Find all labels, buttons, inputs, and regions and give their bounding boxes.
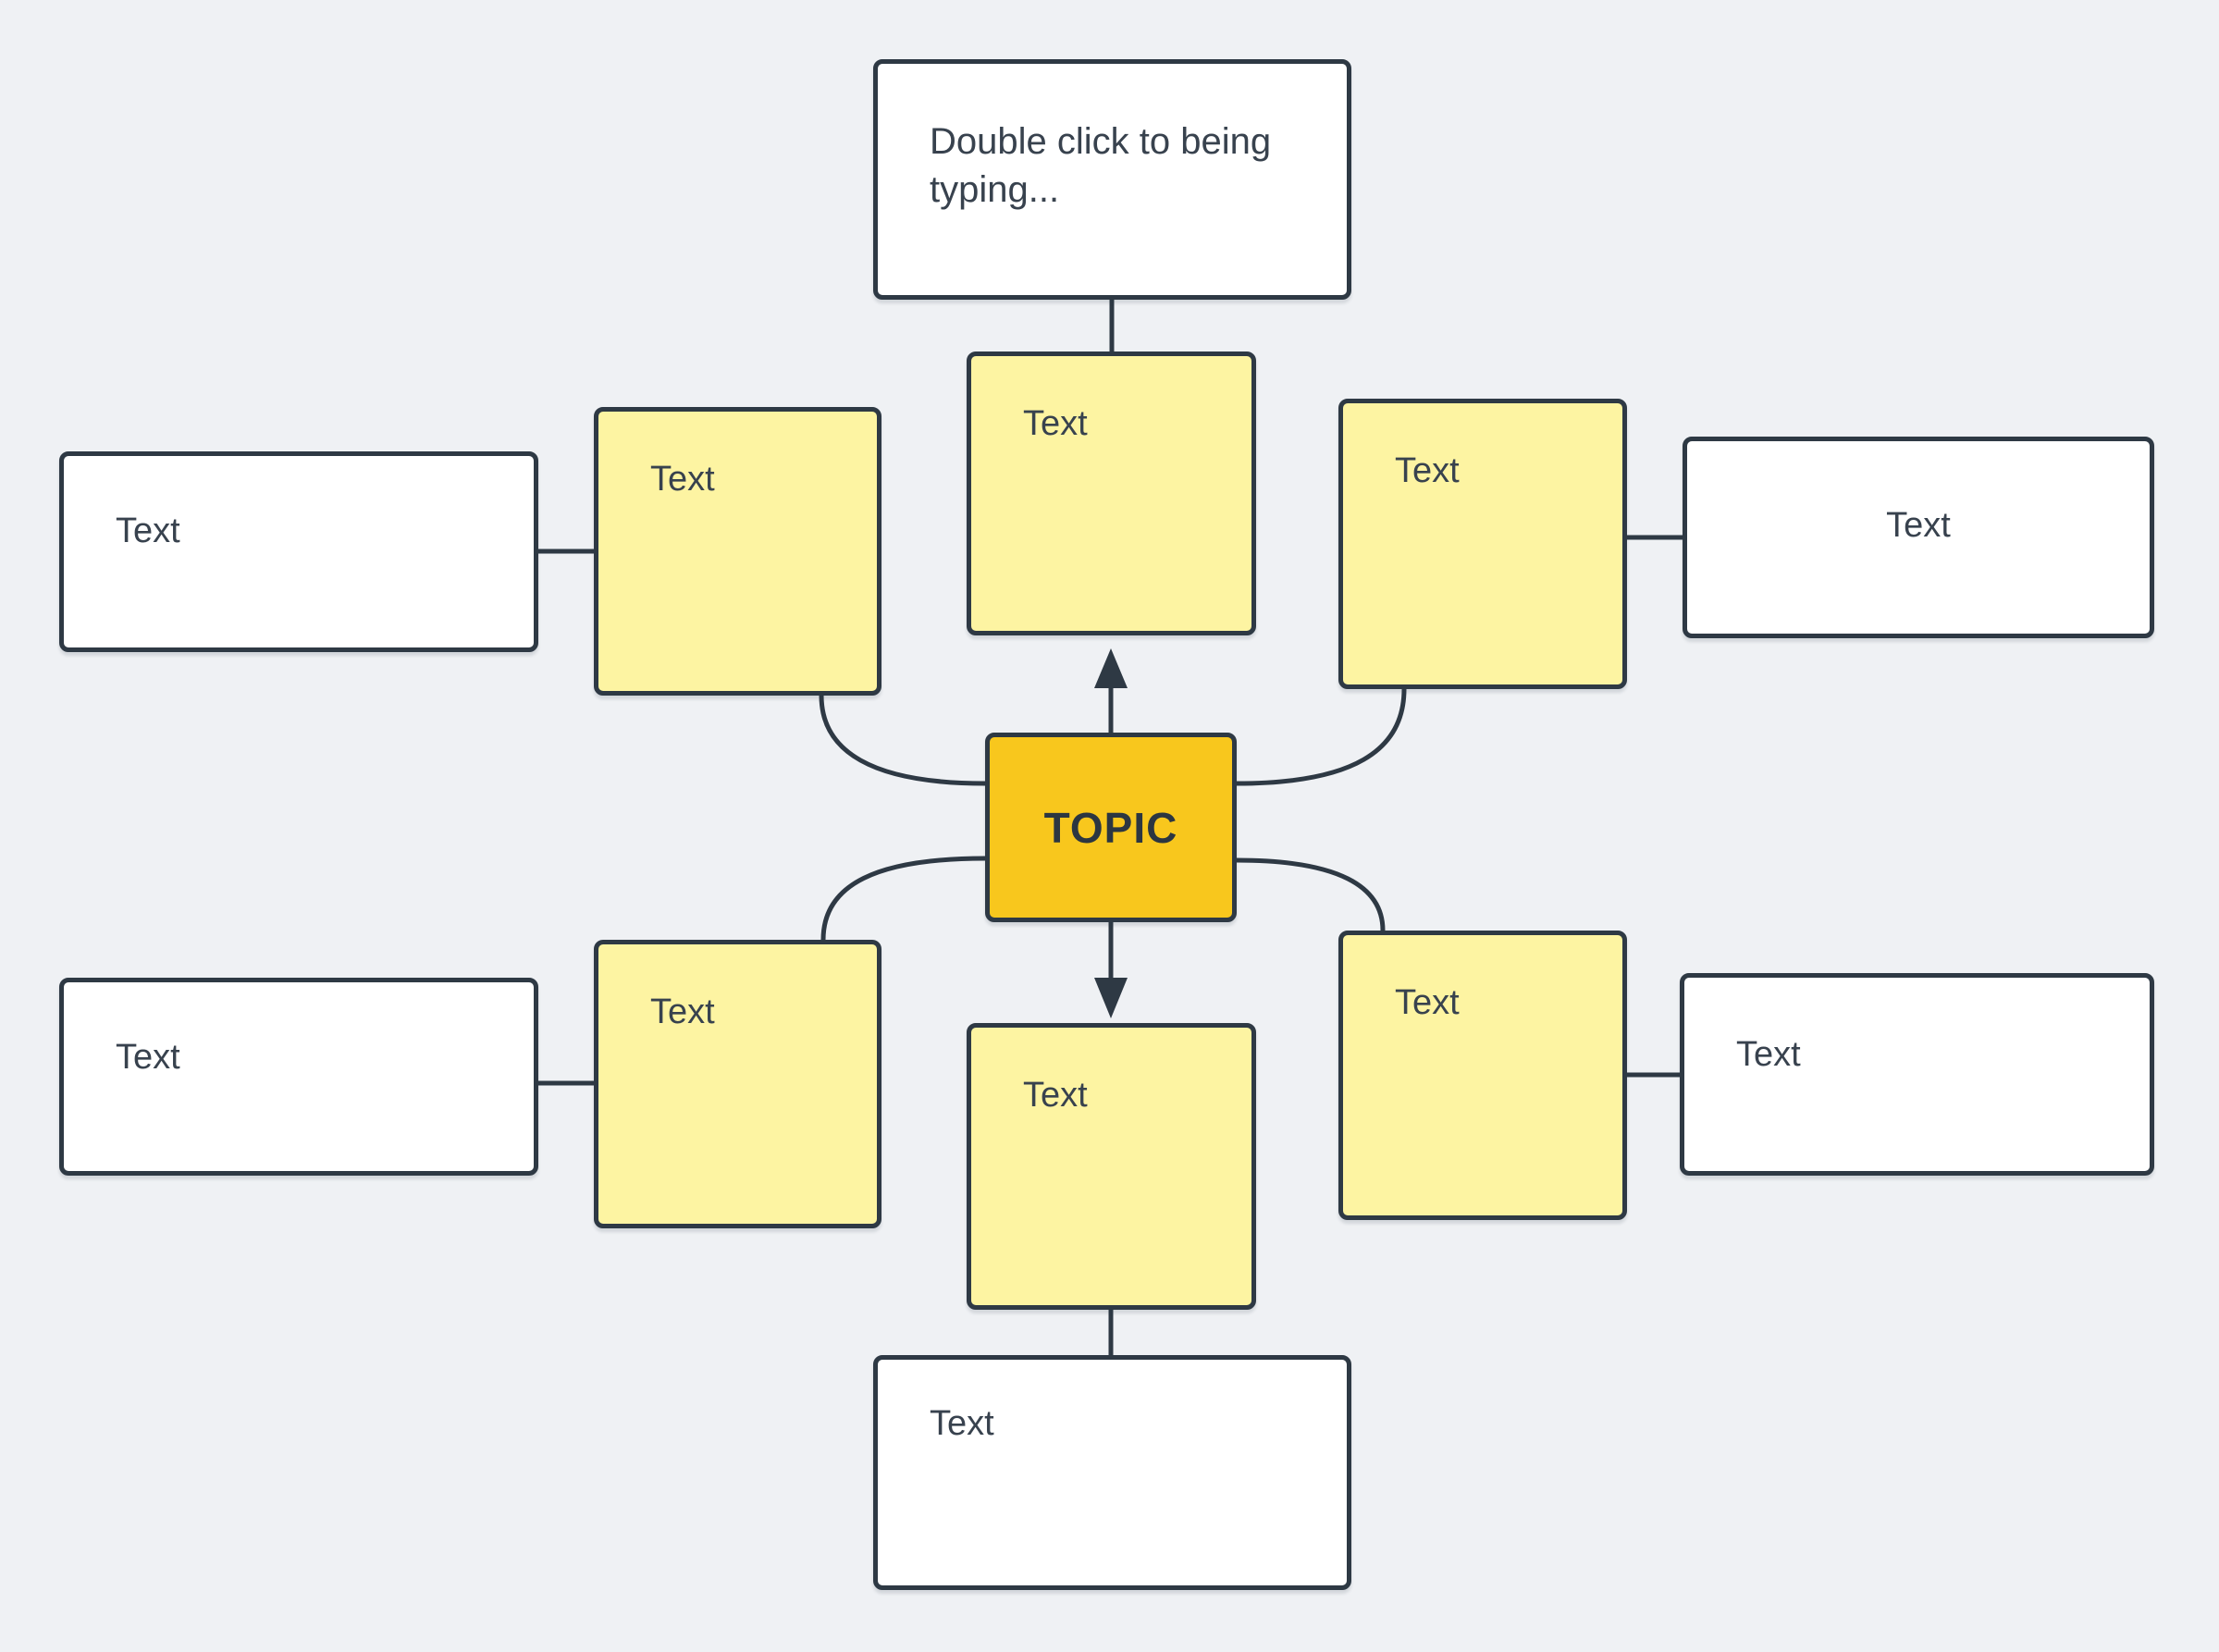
node-branch-bottom[interactable]: Text	[967, 1023, 1256, 1310]
node-branch-bottom-label: Text	[1023, 1076, 1088, 1115]
node-leaf-left-bottom[interactable]: Text	[59, 978, 538, 1176]
node-branch-left-bottom[interactable]: Text	[594, 940, 881, 1228]
node-top-note-label: Double click to being typing...	[930, 121, 1272, 210]
node-topic[interactable]: TOPIC	[985, 733, 1237, 922]
node-leaf-left-bottom-label: Text	[116, 1038, 180, 1077]
node-leaf-left-top[interactable]: Text	[59, 451, 538, 652]
arrowhead-up-icon	[1094, 648, 1128, 688]
node-branch-right-top-label: Text	[1395, 451, 1460, 490]
node-branch-right-bottom-label: Text	[1395, 983, 1460, 1022]
node-leaf-bottom-label: Text	[930, 1404, 994, 1443]
node-branch-right-bottom[interactable]: Text	[1338, 931, 1627, 1220]
curve-topic-to-branch-right-top[interactable]	[1234, 686, 1407, 786]
node-branch-left-top-label: Text	[650, 460, 715, 499]
node-leaf-right-bottom-label: Text	[1736, 1035, 1801, 1074]
arrowhead-down-icon	[1094, 978, 1128, 1018]
node-branch-top-label: Text	[1023, 404, 1088, 443]
curve-topic-to-branch-left-top[interactable]	[819, 693, 988, 786]
node-branch-right-top[interactable]: Text	[1338, 399, 1627, 689]
node-top-note[interactable]: Double click to being typing...	[873, 59, 1351, 300]
node-leaf-left-top-label: Text	[116, 512, 180, 550]
node-branch-top[interactable]: Text	[967, 351, 1256, 635]
curve-topic-to-branch-left-bottom[interactable]	[820, 856, 988, 943]
node-branch-left-bottom-label: Text	[650, 992, 715, 1031]
node-leaf-right-top-label: Text	[1886, 506, 1951, 545]
node-leaf-right-bottom[interactable]: Text	[1680, 973, 2154, 1176]
node-branch-left-top[interactable]: Text	[594, 407, 881, 696]
curve-topic-to-branch-right-bottom[interactable]	[1234, 857, 1386, 933]
node-leaf-right-top[interactable]: Text	[1683, 437, 2154, 638]
node-topic-label: TOPIC	[1043, 803, 1178, 852]
node-leaf-bottom[interactable]: Text	[873, 1355, 1351, 1590]
